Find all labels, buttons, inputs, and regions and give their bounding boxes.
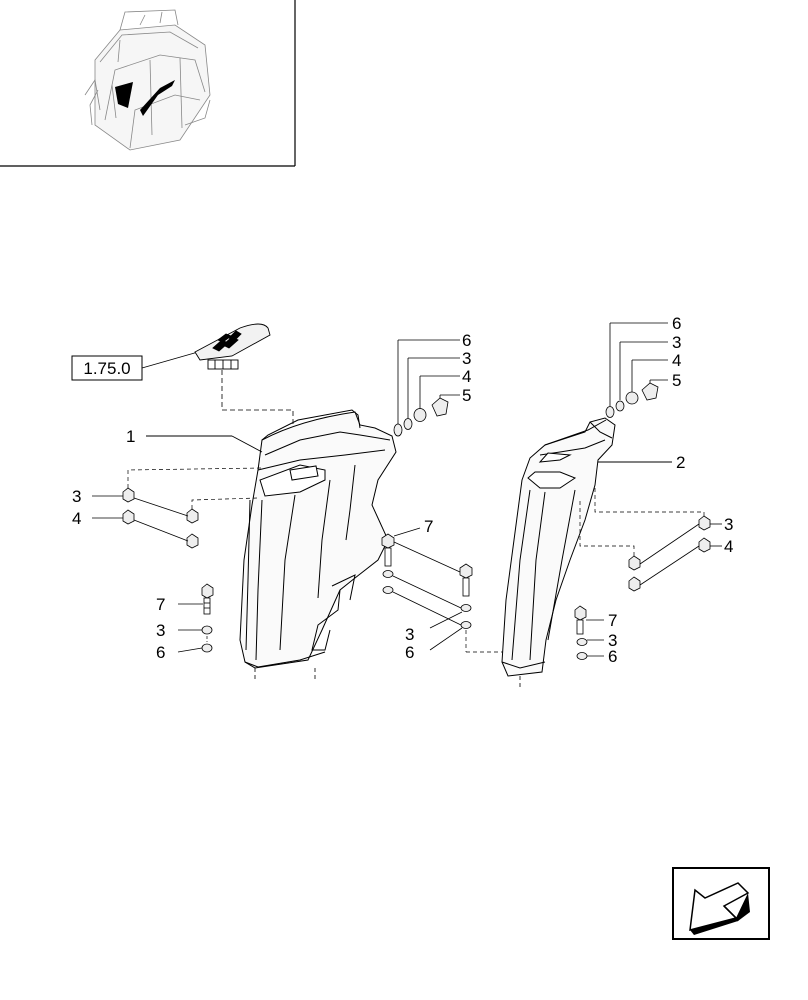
trim-panel-left bbox=[239, 409, 397, 669]
callout-part-2: 2 bbox=[676, 453, 685, 472]
location-thumbnail-frame bbox=[0, 0, 296, 167]
callout-left-bottom-3: 3 bbox=[156, 621, 165, 640]
callout-right-bottom-3: 3 bbox=[608, 631, 617, 650]
callout-left-top-5: 5 bbox=[462, 386, 471, 405]
callout-right-bottom-6: 6 bbox=[608, 647, 617, 666]
callout-right-top-5: 5 bbox=[672, 371, 681, 390]
bolt-right-bottom bbox=[574, 605, 588, 660]
callout-left-bottom-7: 7 bbox=[156, 595, 165, 614]
callout-left-top-3: 3 bbox=[462, 349, 471, 368]
callout-center-7: 7 bbox=[424, 517, 433, 536]
leaders-right-top bbox=[609, 322, 668, 406]
trim-panel-right bbox=[501, 417, 616, 677]
highlighted-part-marker bbox=[115, 80, 175, 116]
callout-right-bottom-7: 7 bbox=[608, 611, 617, 630]
bolt-left-bottom bbox=[201, 583, 214, 653]
callout-center-3: 3 bbox=[405, 625, 414, 644]
callout-right-top-6: 6 bbox=[672, 314, 681, 333]
callout-left-top-4: 4 bbox=[462, 367, 471, 386]
tractor-cab-location-icon bbox=[84, 9, 211, 151]
control-panel-plate bbox=[194, 323, 271, 370]
callout-right-top-3: 3 bbox=[672, 333, 681, 352]
callout-right-side-4: 4 bbox=[724, 537, 733, 556]
callout-part-1: 1 bbox=[126, 427, 135, 446]
callout-center-6: 6 bbox=[405, 643, 414, 662]
callout-left-side-3: 3 bbox=[72, 487, 81, 506]
fastener-stack-left-top bbox=[393, 397, 449, 437]
callout-right-side-3: 3 bbox=[724, 515, 733, 534]
fastener-stack-right-top bbox=[605, 382, 659, 418]
callout-left-bottom-6: 6 bbox=[156, 643, 165, 662]
reference-label: 1.75.0 bbox=[83, 359, 130, 378]
callout-right-top-4: 4 bbox=[672, 351, 681, 370]
bolts-center bbox=[381, 533, 473, 629]
callout-left-side-4: 4 bbox=[72, 509, 81, 528]
nuts-left-side bbox=[122, 487, 199, 549]
previous-page-arrow-icon[interactable] bbox=[672, 867, 770, 940]
reference-box[interactable]: 1.75.0 bbox=[71, 355, 143, 381]
leaders-left-top bbox=[397, 339, 460, 424]
leaders-center bbox=[392, 527, 463, 651]
nuts-right-side bbox=[628, 515, 711, 592]
callout-left-top-6: 6 bbox=[462, 331, 471, 350]
